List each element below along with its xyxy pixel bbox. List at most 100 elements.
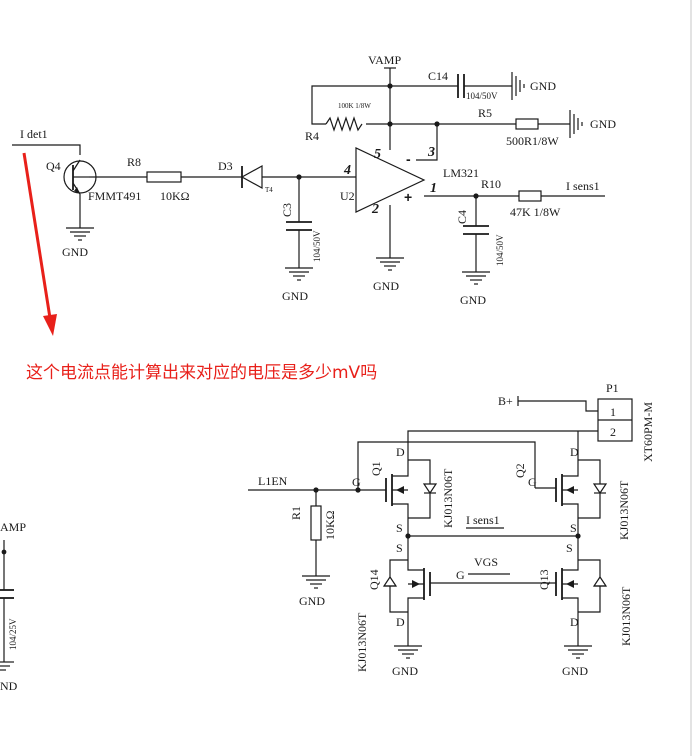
- svg-text:500R1/8W: 500R1/8W: [506, 134, 559, 148]
- svg-text:GND: GND: [562, 664, 588, 678]
- svg-text:G: G: [352, 475, 361, 489]
- svg-text:104/50V: 104/50V: [495, 234, 505, 266]
- q1-mosfet: G D S Q1 KJ013N06T: [352, 445, 455, 535]
- svg-text:P1: P1: [606, 381, 619, 395]
- bottom-circuit: B+ 1 2 P1 XT60PM-M L1EN R1 10KΩ: [248, 381, 655, 678]
- svg-text:10KΩ: 10KΩ: [160, 189, 190, 203]
- svg-text:D: D: [396, 615, 405, 629]
- svg-text:R1: R1: [289, 506, 303, 520]
- gnd-symbol-u2: GND: [373, 257, 404, 293]
- svg-text:GND: GND: [62, 245, 88, 259]
- svg-text:S: S: [570, 521, 577, 535]
- page-edge: [690, 0, 692, 756]
- svg-text:2: 2: [610, 425, 616, 439]
- svg-text:KJ013N06T: KJ013N06T: [617, 480, 631, 540]
- svg-text:U2: U2: [340, 189, 355, 203]
- c4-capacitor: C4 104/50V: [455, 210, 505, 266]
- svg-text:D: D: [396, 445, 405, 459]
- svg-text:GND: GND: [590, 117, 616, 131]
- gnd-symbol-c14: GND: [511, 72, 556, 100]
- vamp-label: VAMP: [368, 53, 401, 67]
- svg-text:Q14: Q14: [367, 569, 381, 590]
- svg-text:4: 4: [343, 163, 351, 178]
- isens1-label-bottom: I sens1: [466, 513, 500, 527]
- svg-text:5: 5: [374, 147, 381, 162]
- svg-text:D3: D3: [218, 159, 233, 173]
- svg-text:R8: R8: [127, 155, 141, 169]
- annotation-arrowhead: [43, 314, 57, 336]
- svg-text:KJ013N06T: KJ013N06T: [619, 586, 633, 646]
- vgs-label: VGS: [474, 555, 498, 569]
- svg-text:T4: T4: [265, 186, 273, 194]
- gnd-symbol-q4: GND: [62, 227, 94, 259]
- c3-capacitor: C3 104/50V: [280, 203, 322, 262]
- svg-text:+: +: [404, 189, 412, 205]
- svg-text:G: G: [528, 475, 537, 489]
- gnd-symbol-q13: GND: [562, 645, 592, 678]
- q14-mosfet: S G D Q14 KJ013N06T: [355, 541, 465, 672]
- svg-text:C14: C14: [428, 69, 448, 83]
- partial-vamp-label: AMP: [0, 520, 26, 534]
- svg-text:R10: R10: [481, 177, 501, 191]
- c14-capacitor: C14 104/50V: [428, 69, 498, 101]
- svg-text:C4: C4: [455, 210, 469, 224]
- svg-text:KJ013N06T: KJ013N06T: [355, 612, 369, 672]
- svg-text:1: 1: [430, 181, 437, 196]
- svg-text:G: G: [456, 568, 465, 582]
- svg-text:3: 3: [427, 145, 435, 160]
- svg-text:C3: C3: [280, 203, 294, 217]
- svg-text:R5: R5: [478, 106, 492, 120]
- svg-text:104/50V: 104/50V: [466, 91, 498, 101]
- svg-text:XT60PM-M: XT60PM-M: [641, 402, 655, 462]
- annotation-text: 这个电流点能计算出来对应的电压是多少mV吗: [26, 363, 377, 383]
- bplus-label: B+: [498, 394, 513, 408]
- gnd-symbol-q14: GND: [392, 645, 422, 678]
- svg-text:104/50V: 104/50V: [312, 230, 322, 262]
- gnd-symbol-c4: GND: [460, 271, 490, 307]
- svg-text:GND: GND: [299, 594, 325, 608]
- q4-part: FMMT491: [88, 189, 141, 203]
- gnd-symbol-r1: GND: [299, 575, 330, 608]
- annotation-arrow: [22, 152, 52, 319]
- q2-mosfet: G D S Q2 KJ013N06T: [513, 445, 631, 540]
- r10-resistor: R10 47K 1/8W: [481, 177, 561, 219]
- svg-text:GND: GND: [282, 289, 308, 303]
- r5-resistor: R5 500R1/8W: [478, 106, 559, 148]
- svg-text:D: D: [570, 445, 579, 459]
- svg-text:47K 1/8W: 47K 1/8W: [510, 205, 561, 219]
- annotation: 这个电流点能计算出来对应的电压是多少mV吗: [22, 152, 377, 383]
- svg-text:GND: GND: [530, 79, 556, 93]
- partial-cap-value: 104/25V: [8, 618, 18, 650]
- svg-text:-: -: [406, 151, 411, 167]
- svg-text:GND: GND: [392, 664, 418, 678]
- l1en-label: L1EN: [258, 474, 288, 488]
- left-partial-circuit: AMP 104/25V ND: [0, 520, 26, 693]
- u2-opamp: - + 5 3 4 1 2 U2 LM321: [340, 145, 479, 217]
- svg-text:Q1: Q1: [369, 461, 383, 476]
- isens1-label-top: I sens1: [566, 179, 600, 193]
- d3-diode: D3 T4: [218, 159, 273, 194]
- svg-text:GND: GND: [373, 279, 399, 293]
- svg-text:100K 1/8W: 100K 1/8W: [338, 102, 371, 110]
- idet1-label: I det1: [20, 127, 48, 141]
- svg-text:10KΩ: 10KΩ: [323, 510, 337, 540]
- top-circuit: I det1 Q4 FMMT491 GND R8 10KΩ: [12, 53, 616, 307]
- svg-text:GND: GND: [460, 293, 486, 307]
- svg-text:LM321: LM321: [443, 166, 479, 180]
- svg-text:1: 1: [610, 405, 616, 419]
- svg-text:D: D: [570, 615, 579, 629]
- p1-connector: 1 2 P1 XT60PM-M: [597, 381, 655, 462]
- svg-text:Q13: Q13: [537, 569, 551, 590]
- q13-mosfet: S D Q13 KJ013N06T: [537, 541, 633, 646]
- svg-text:R4: R4: [305, 129, 319, 143]
- gnd-symbol-c3: GND: [282, 267, 313, 303]
- svg-text:2: 2: [371, 202, 379, 217]
- idet1-wire: [12, 144, 81, 155]
- svg-text:KJ013N06T: KJ013N06T: [441, 468, 455, 528]
- svg-text:S: S: [396, 521, 403, 535]
- svg-text:S: S: [566, 541, 573, 555]
- gnd-symbol-r5: GND: [569, 110, 616, 138]
- svg-text:S: S: [396, 541, 403, 555]
- svg-text:Q2: Q2: [513, 463, 527, 478]
